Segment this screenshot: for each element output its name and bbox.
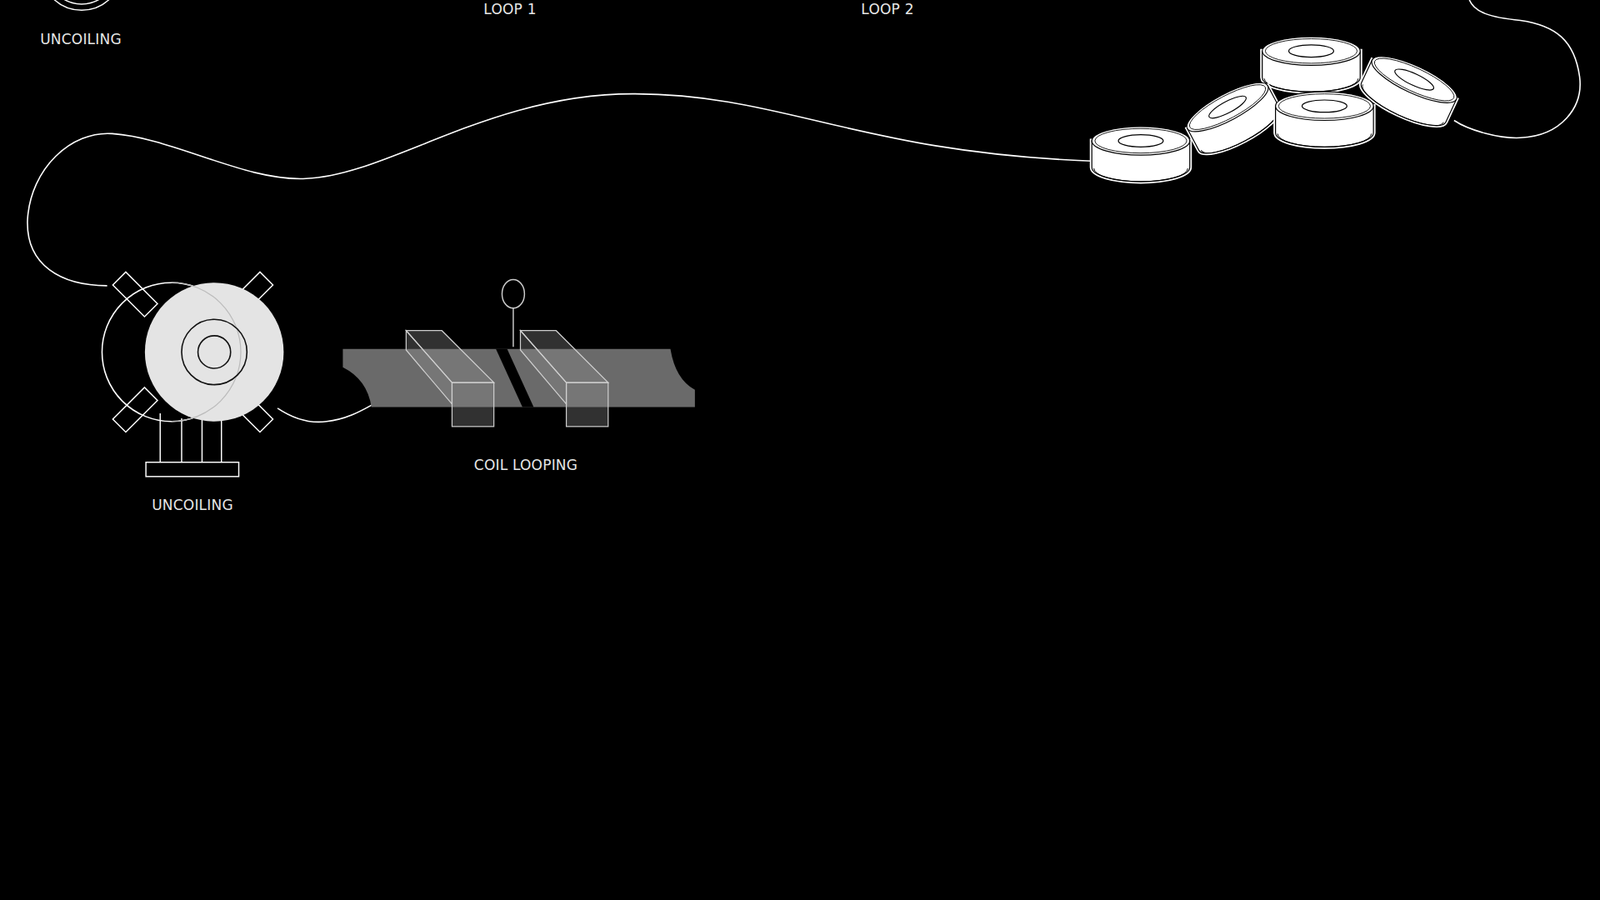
uncoiler-machine (101, 271, 284, 476)
coil-pile (1091, 36, 1462, 182)
stage-label: COIL LOOPING (474, 456, 578, 474)
strip-wire (27, 0, 1580, 422)
stage-label: LOOP 2 (860, 0, 914, 18)
uncoiler-partial (40, 0, 123, 10)
coil-looping (342, 280, 695, 427)
stage-label: LOOP 1 (483, 0, 536, 18)
stage-label: UNCOILING (151, 496, 234, 514)
stage-label: UNCOILING (40, 30, 122, 48)
